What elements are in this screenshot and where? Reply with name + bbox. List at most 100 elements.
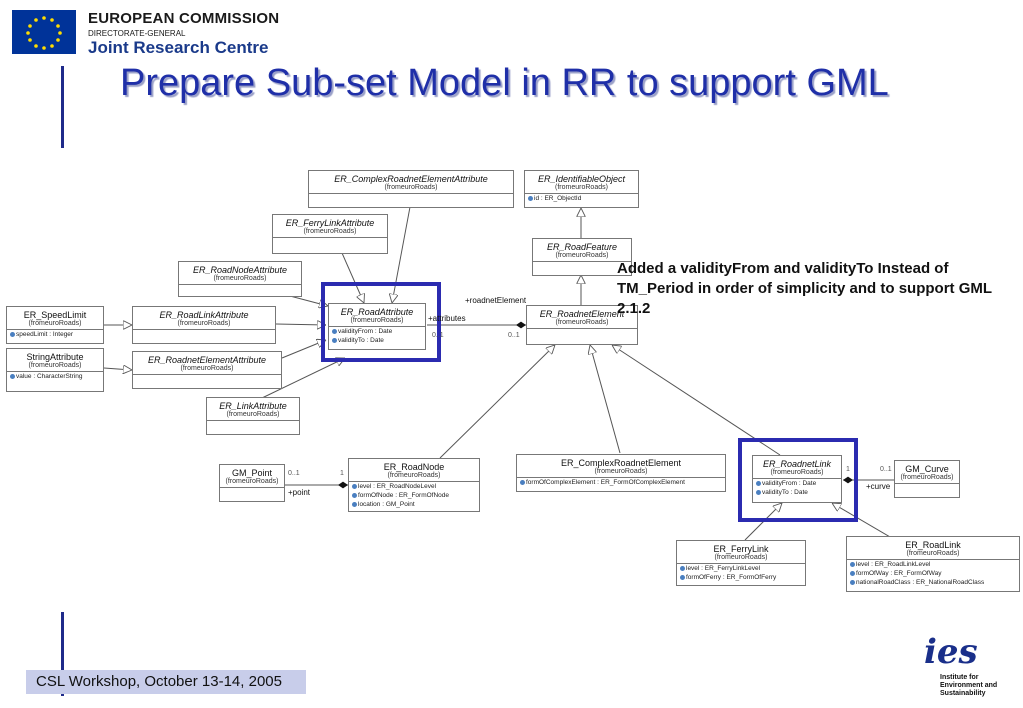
class-name: ER_RoadAttribute	[340, 307, 414, 317]
attribute-icon	[520, 479, 525, 485]
class-attribute: level : ER_FerryLinkLevel	[677, 564, 805, 573]
class-package: (fromeuroRoads)	[555, 252, 609, 259]
class-string-attribute: StringAttribute (fromeuroRoads) value : …	[6, 348, 104, 392]
attribute-text: formOfComplexElement : ER_FormOfComplexE…	[526, 479, 685, 486]
attribute-text: validityFrom : Date	[762, 480, 817, 487]
class-package: (fromeuroRoads)	[226, 411, 280, 418]
footer-text: CSL Workshop, October 13-14, 2005	[36, 673, 282, 690]
class-attribute: validityFrom : Date	[329, 327, 425, 336]
class-attribute: location : GM_Point	[349, 500, 479, 509]
slide-title: Prepare Sub-set Model in RR to support G…	[120, 62, 889, 104]
class-name: ER_RoadNodeAttribute	[192, 265, 288, 275]
attribute-text: id : ER_ObjectId	[534, 195, 582, 202]
org-centre: Joint Research Centre	[88, 38, 269, 57]
attribute-icon	[10, 331, 15, 337]
class-name: StringAttribute	[26, 352, 84, 362]
attribute-icon	[10, 373, 15, 379]
class-road-link: ER_RoadLink (fromeuroRoads) level : ER_R…	[846, 536, 1020, 592]
attribute-icon	[352, 492, 357, 498]
class-attribute: formOfFerry : ER_FormOfFerry	[677, 573, 805, 582]
attribute-text: validityTo : Date	[762, 489, 808, 496]
class-attribute: formOfWay : ER_FormOfWay	[847, 569, 1019, 578]
multiplicity-roadnet-link: 1	[846, 466, 850, 473]
class-roadnet-link: ER_RoadnetLink (fromeuroRoads) validityF…	[752, 455, 842, 503]
attribute-icon	[850, 561, 855, 567]
attribute-icon	[680, 565, 685, 571]
jrc-logo: EUROPEAN COMMISSION DIRECTORATE-GENERAL …	[10, 8, 282, 60]
class-attribute: speedLimit : Integer	[7, 330, 103, 339]
class-attribute: id : ER_ObjectId	[525, 194, 638, 203]
role-curve: +curve	[866, 482, 891, 491]
eu-flag-icon	[12, 10, 76, 54]
class-package: (fromeuroRoads)	[350, 317, 404, 324]
class-road-feature: ER_RoadFeature (fromeuroRoads)	[532, 238, 632, 276]
class-package: (fromeuroRoads)	[384, 184, 438, 191]
role-roadnet-element: +roadnetElement	[465, 296, 527, 305]
multiplicity-roadnet-element: 0..1	[508, 332, 520, 339]
ies-logo-subtitle: Institute for Environment and Sustainabi…	[940, 674, 998, 697]
multiplicity-curve: 0..1	[880, 466, 892, 473]
attribute-text: speedLimit : Integer	[16, 331, 74, 338]
class-package: (fromeuroRoads)	[28, 320, 82, 327]
role-attributes: +attributes	[428, 314, 466, 323]
attribute-icon	[332, 337, 337, 343]
multiplicity-road-node: 1	[340, 470, 344, 477]
class-attribute: nationalRoadClass : ER_NationalRoadClass	[847, 578, 1019, 587]
class-attribute: formOfNode : ER_FormOfNode	[349, 491, 479, 500]
class-name: ER_RoadnetElementAttribute	[147, 355, 267, 365]
attribute-text: formOfFerry : ER_FormOfFerry	[686, 574, 777, 581]
class-attribute: formOfComplexElement : ER_FormOfComplexE…	[517, 478, 725, 487]
class-complex-roadnet-element: ER_ComplexRoadnetElement (fromeuroRoads)…	[516, 454, 726, 492]
class-package: (fromeuroRoads)	[28, 362, 82, 369]
class-road-attribute: ER_RoadAttribute (fromeuroRoads) validit…	[328, 303, 426, 350]
class-complex-roadnet-element-attribute: ER_ComplexRoadnetElementAttribute (frome…	[308, 170, 514, 208]
footer: CSL Workshop, October 13-14, 2005	[26, 670, 306, 694]
decorative-bar-top	[61, 66, 64, 148]
class-package: (fromeuroRoads)	[770, 469, 824, 476]
class-package: (fromeuroRoads)	[594, 468, 648, 475]
org-subtitle: DIRECTORATE-GENERAL	[88, 29, 186, 38]
class-road-node-attribute: ER_RoadNodeAttribute (fromeuroRoads)	[178, 261, 302, 297]
class-identifiable-object: ER_IdentifiableObject (fromeuroRoads) id…	[524, 170, 639, 208]
class-attribute: validityFrom : Date	[753, 479, 841, 488]
class-name: ER_RoadLink	[905, 540, 961, 550]
ies-logo-letters: ies	[924, 632, 978, 672]
class-attribute: level : ER_RoadNodeLevel	[349, 482, 479, 491]
attribute-text: level : ER_FerryLinkLevel	[686, 565, 761, 572]
class-package: (fromeuroRoads)	[555, 319, 609, 326]
attribute-text: location : GM_Point	[358, 501, 415, 508]
attribute-text: formOfNode : ER_FormOfNode	[358, 492, 450, 499]
class-name: GM_Point	[231, 468, 273, 478]
class-attribute: validityTo : Date	[329, 336, 425, 345]
class-package: (fromeuroRoads)	[303, 228, 357, 235]
attribute-icon	[850, 579, 855, 585]
attribute-icon	[680, 574, 685, 580]
class-link-attribute: ER_LinkAttribute (fromeuroRoads)	[206, 397, 300, 435]
class-package: (fromeuroRoads)	[180, 365, 234, 372]
decorative-bar-bottom	[61, 612, 64, 696]
attribute-icon	[756, 489, 761, 495]
class-road-node: ER_RoadNode (fromeuroRoads) level : ER_R…	[348, 458, 480, 512]
class-attribute: level : ER_RoadLinkLevel	[847, 560, 1019, 569]
class-package: (fromeuroRoads)	[213, 275, 267, 282]
attribute-text: level : ER_RoadNodeLevel	[358, 483, 437, 490]
class-package: (fromeuroRoads)	[225, 478, 279, 485]
org-name: EUROPEAN COMMISSION	[88, 10, 280, 27]
class-attribute: value : CharacterString	[7, 372, 103, 381]
class-ferry-link-attribute: ER_FerryLinkAttribute (fromeuroRoads)	[272, 214, 388, 254]
class-name: ER_ComplexRoadnetElementAttribute	[334, 174, 488, 184]
class-road-link-attribute: ER_RoadLinkAttribute (fromeuroRoads)	[132, 306, 276, 344]
attribute-icon	[528, 195, 533, 201]
class-gm-point: GM_Point (fromeuroRoads)	[219, 464, 285, 502]
attribute-icon	[756, 480, 761, 486]
highlight-roadnetlink	[738, 438, 858, 522]
class-package: (fromeuroRoads)	[177, 320, 231, 327]
role-point: +point	[288, 488, 311, 497]
class-ferry-link: ER_FerryLink (fromeuroRoads) level : ER_…	[676, 540, 806, 586]
class-name: ER_IdentifiableObject	[537, 174, 626, 184]
class-roadnet-element-attribute: ER_RoadnetElementAttribute (fromeuroRoad…	[132, 351, 282, 389]
attribute-text: validityFrom : Date	[338, 328, 393, 335]
class-package: (fromeuroRoads)	[906, 550, 960, 557]
class-name: ER_RoadLinkAttribute	[159, 310, 249, 320]
